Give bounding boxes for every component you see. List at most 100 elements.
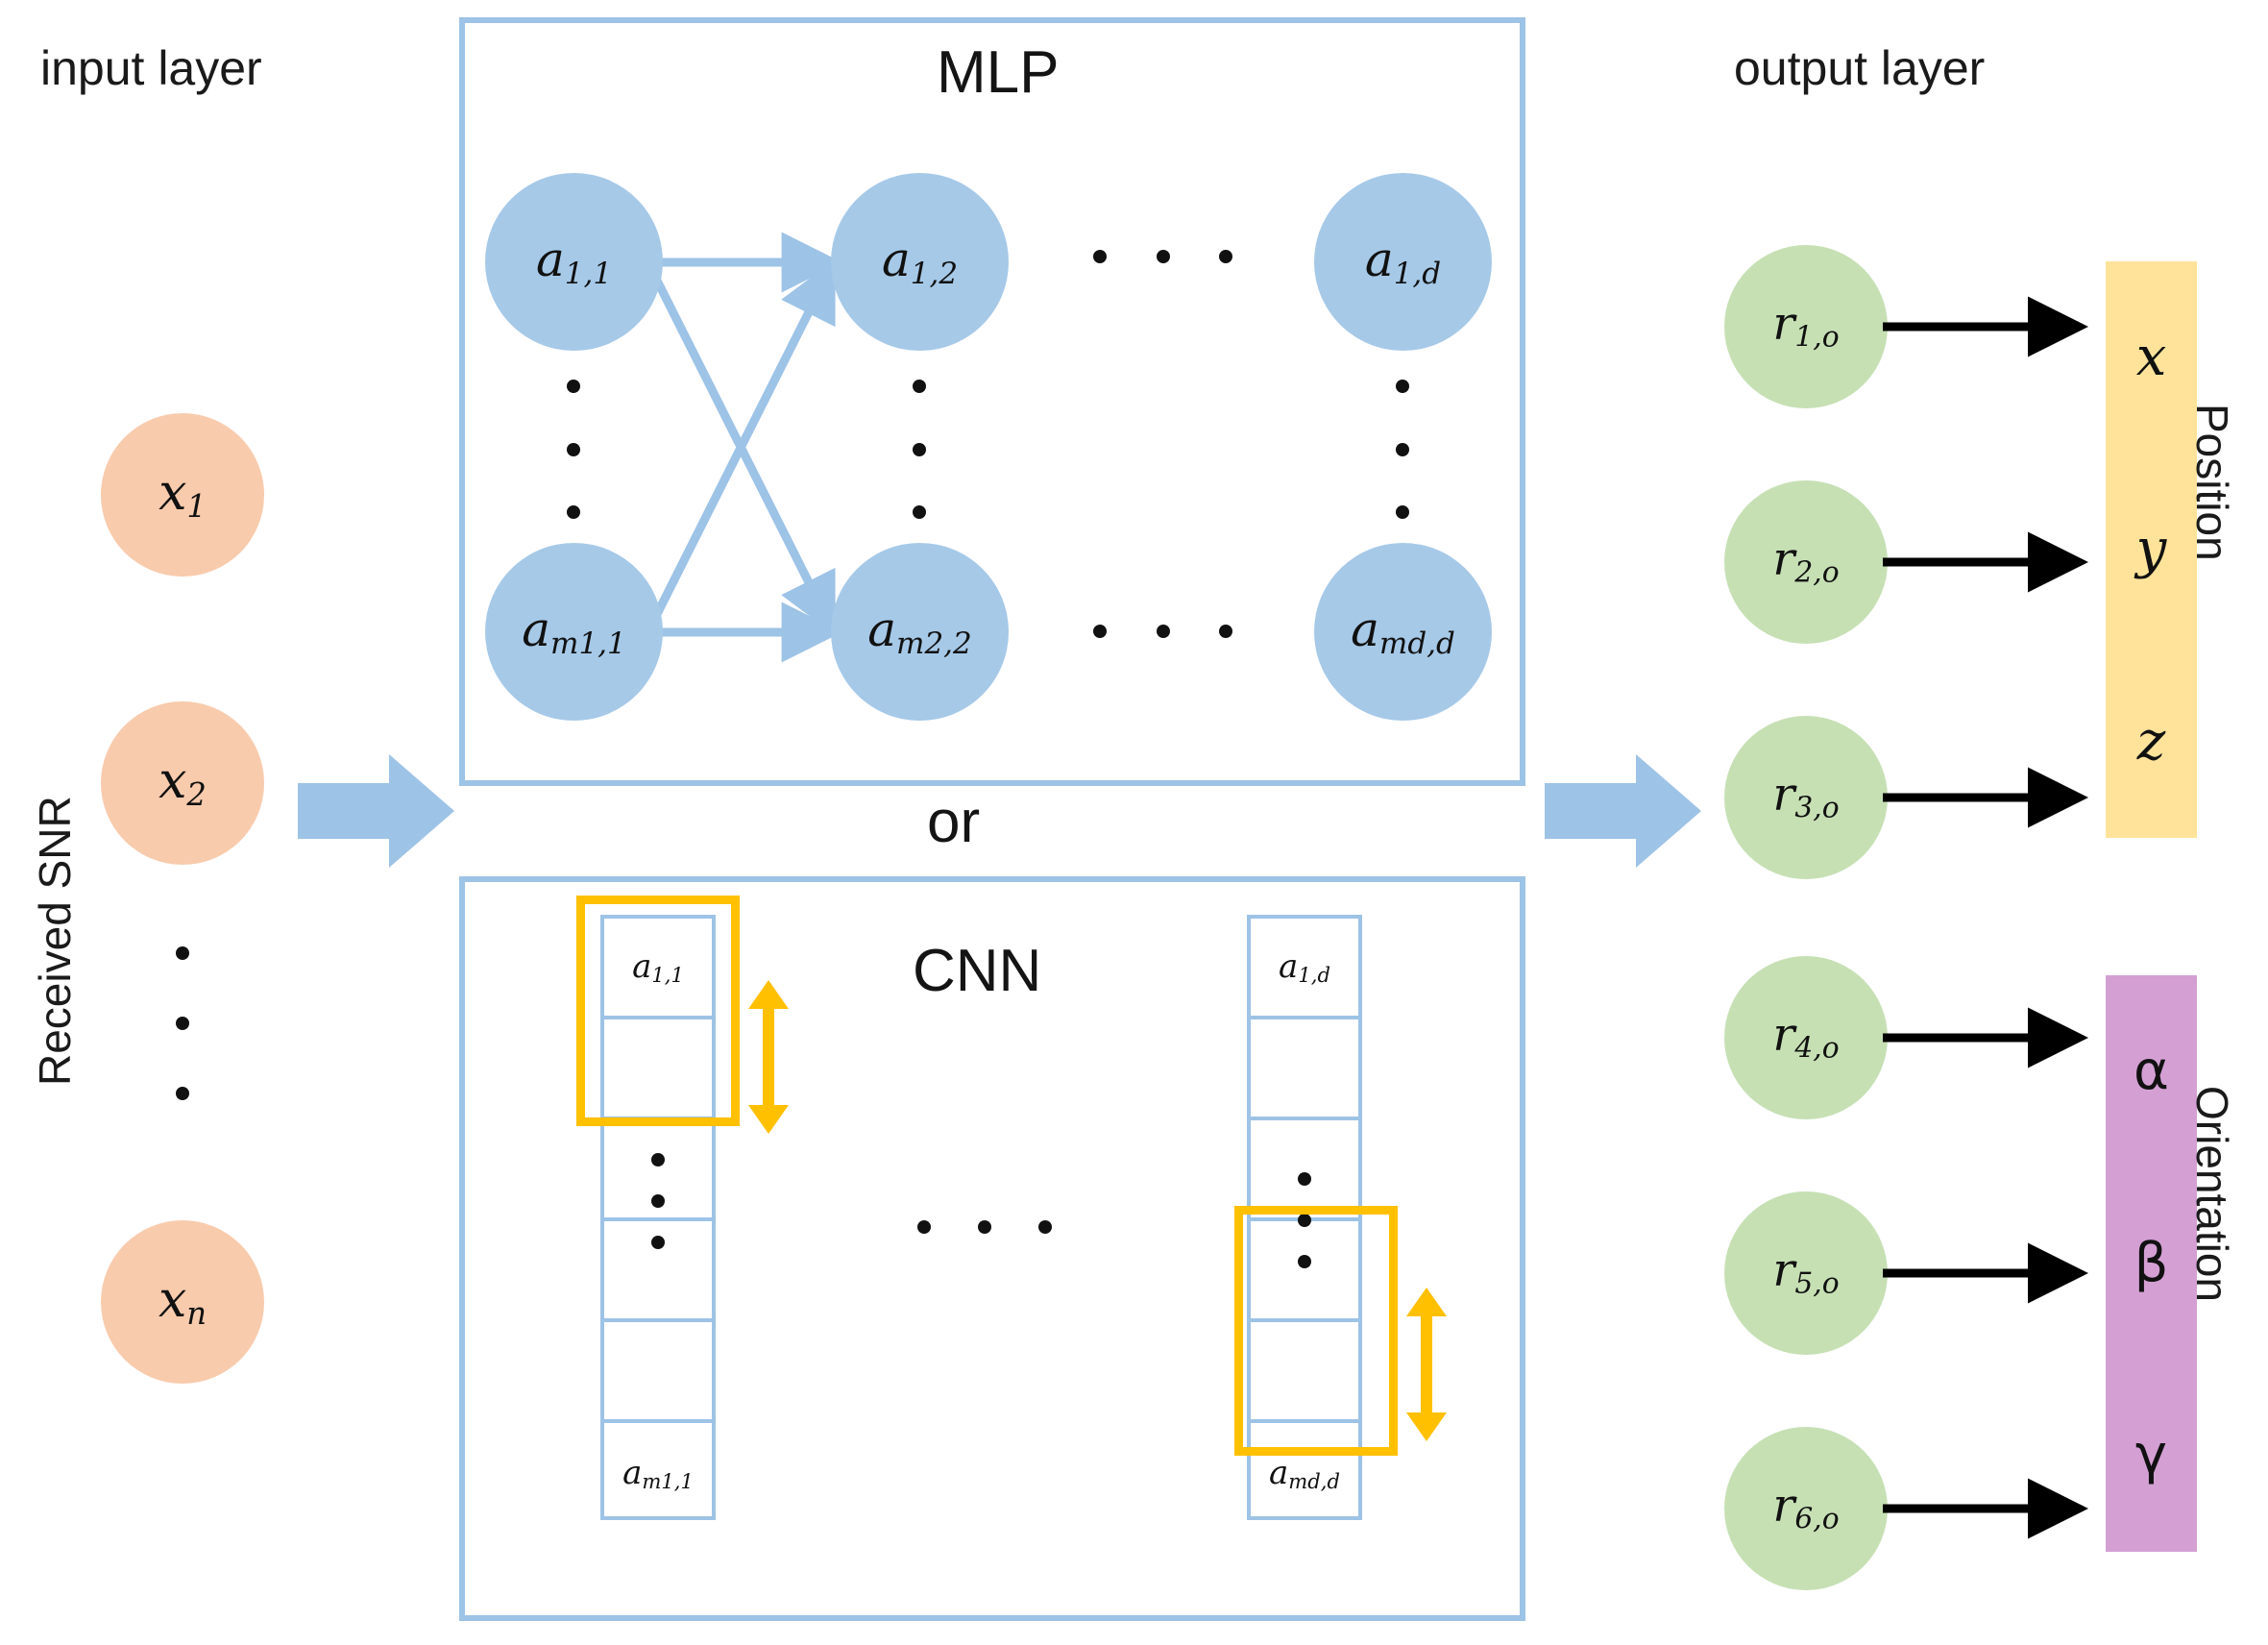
position-item-y: y [2135,518,2167,581]
ellipsis-dot [1219,625,1232,638]
ellipsis-dot [651,1194,665,1208]
cnn-col1-top-label: a1,1 [632,946,684,987]
mlp-top-row-ellipsis [1093,245,1232,268]
ellipsis-dot [176,946,189,960]
ellipsis-dot [1093,625,1107,638]
cnn-col1-cell-6: am1,1 [604,1423,712,1524]
ellipsis-dot [913,505,926,519]
ellipsis-dot [917,1220,931,1234]
cnn-col1-cell-4 [604,1221,712,1322]
ellipsis-dot [651,1153,665,1166]
output-node-r4o[interactable]: r4,o [1724,956,1888,1119]
output-node-r1o[interactable]: r1,o [1724,245,1888,408]
cnn-col2-cell-2 [1251,1019,1358,1120]
input-node-x1[interactable]: x1 [101,413,264,577]
mlp-node-am22-label: am2,2 [867,601,972,661]
position-item-x: x [2135,326,2167,389]
cnn-col2-cell-5 [1251,1322,1358,1423]
mlp-col2-ellipsis [895,380,943,519]
cnn-col2-cell-6: amd,d [1251,1423,1358,1524]
position-output-bar: x y z [2106,261,2197,838]
output-node-r2o[interactable]: r2,o [1724,480,1888,644]
mlp-bottom-row-ellipsis [1093,620,1232,643]
input-node-xn[interactable]: xn [101,1220,264,1384]
mlp-col1-ellipsis [549,380,597,519]
input-node-xn-label: xn [158,1270,207,1332]
input-node-x2-label: x2 [159,751,207,813]
cnn-kernel-window-1[interactable] [576,896,740,1126]
cnn-col2-ellipsis [1280,1172,1329,1268]
cnn-title: CNN [913,938,1042,1004]
output-node-r6o-label: r6,o [1772,1479,1840,1536]
cnn-kernel-stride-arrow-2 [1406,1288,1447,1441]
ellipsis-dot [1396,442,1409,456]
output-node-r5o[interactable]: r5,o [1724,1191,1888,1355]
mlp-node-a12[interactable]: a1,2 [831,173,1009,351]
cnn-col1-bottom-label: am1,1 [622,1453,694,1493]
cnn-col2-cell-1: a1,d [1251,919,1358,1019]
received-snr-label: Received SNR [30,796,80,1086]
mlp-node-a1d-label: a1,d [1364,231,1442,291]
ellipsis-dot [651,1236,665,1249]
mlp-node-a11[interactable]: a1,1 [485,173,663,351]
ellipsis-dot [1396,505,1409,519]
cnn-col2-bottom-label: amd,d [1269,1453,1340,1493]
output-node-r2o-label: r2,o [1772,532,1840,590]
output-node-r1o-label: r1,o [1772,297,1840,355]
ellipsis-dot [567,380,580,393]
ellipsis-dot [1298,1214,1311,1227]
orientation-group-label: Orientation [2187,1086,2237,1303]
orientation-output-bar: α β γ [2106,975,2197,1552]
cnn-col2-top-label: a1,d [1279,946,1330,987]
mlp-node-am11-label: am1,1 [522,601,626,661]
ellipsis-dot [1219,250,1232,263]
ellipsis-dot [1298,1255,1311,1268]
position-group-label: Position [2187,404,2237,561]
input-node-x1-label: x1 [159,463,207,525]
output-node-r6o[interactable]: r6,o [1724,1427,1888,1590]
mlp-node-a12-label: a1,2 [881,231,959,291]
output-layer-label: output layer [1734,41,1986,95]
input-node-x2[interactable]: x2 [101,701,264,865]
input-vertical-ellipsis [154,946,211,1100]
ellipsis-dot [1038,1220,1052,1234]
ellipsis-dot [1156,625,1170,638]
mlp-node-a1d[interactable]: a1,d [1314,173,1492,351]
output-mapping-arrows [1883,296,2088,1539]
ellipsis-dot [1396,380,1409,393]
or-separator-label: or [927,789,981,855]
position-item-z: z [2136,710,2166,773]
mlp-node-am22[interactable]: am2,2 [831,543,1009,721]
orientation-item-beta: β [2134,1232,2169,1295]
ellipsis-dot [1156,250,1170,263]
cnn-kernel-stride-arrow-1 [748,980,789,1134]
mlp-title: MLP [937,39,1060,106]
cnn-kernel-window-2[interactable] [1234,1206,1398,1456]
ellipsis-dot [978,1220,991,1234]
output-node-r3o[interactable]: r3,o [1724,716,1888,879]
ellipsis-dot [913,442,926,456]
mlp-node-a11-label: a1,1 [535,231,613,291]
ellipsis-dot [176,1087,189,1100]
mlp-connections [645,232,842,663]
mlp-node-amdd-label: amd,d [1351,601,1455,661]
orientation-item-gamma: γ [2134,1424,2168,1487]
ellipsis-dot [913,380,926,393]
network-to-output-arrow [1545,754,1701,868]
output-node-r3o-label: r3,o [1772,768,1840,825]
mlp-col3-ellipsis [1378,380,1427,519]
input-to-network-arrow [298,754,454,868]
ellipsis-dot [1298,1172,1311,1186]
cnn-col1-ellipsis [634,1153,682,1249]
cnn-col2-cell-4 [1251,1221,1358,1322]
cnn-col1-cell-3 [604,1120,712,1221]
ellipsis-dot [1093,250,1107,263]
cnn-row-ellipsis [917,1215,1052,1239]
input-layer-label: input layer [40,41,262,95]
cnn-feature-column-1[interactable]: a1,1 am1,1 [600,915,716,1520]
mlp-node-am11[interactable]: am1,1 [485,543,663,721]
orientation-item-alpha: α [2134,1040,2169,1103]
mlp-node-amdd[interactable]: amd,d [1314,543,1492,721]
output-node-r5o-label: r5,o [1772,1243,1840,1301]
